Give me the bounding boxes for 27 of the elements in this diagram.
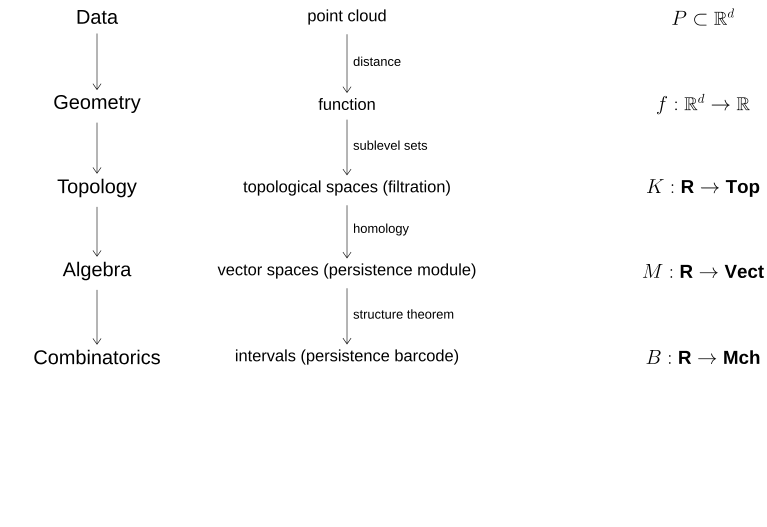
arrow (342, 34, 352, 94)
formula-label: $M : \mathbf{R} \to \mathbf{Vect}$ (642, 264, 764, 278)
edge-label: structure theorem (352, 308, 456, 320)
level-label: Algebra (62, 262, 132, 280)
formula-label: $P \subset \mathbb{R}^d$ (672, 8, 734, 26)
object-label: point cloud (308, 9, 386, 25)
arrow (92, 33, 102, 90)
arrow (92, 290, 102, 345)
arrow (342, 204, 352, 258)
object-label: function (318, 98, 375, 110)
arrow (92, 122, 102, 174)
level-label: Data (78, 10, 118, 24)
level-label: Topology (58, 178, 137, 198)
arrow (342, 288, 352, 344)
object-label: intervals (persistence barcode) (236, 349, 458, 365)
formula-label: $K : \mathbf{R} \to \mathbf{Top}$ (646, 179, 760, 197)
edge-label: sublevel sets (352, 139, 429, 152)
level-label: Combinatorics (34, 350, 160, 364)
arrow (92, 206, 102, 257)
formula-label: $f : \mathbb{R}^d \to \mathbb{R}$ (657, 94, 750, 114)
arrow (342, 119, 352, 176)
formula-label: $B : \mathbf{R} \to \mathbf{Mch}$ (646, 350, 760, 364)
edge-label: homology (352, 222, 410, 237)
edge-label: distance (352, 55, 402, 68)
object-label: topological spaces (filtration) (243, 180, 450, 196)
object-label: vector spaces (persistence module) (218, 263, 476, 279)
level-label: Geometry (54, 94, 141, 114)
